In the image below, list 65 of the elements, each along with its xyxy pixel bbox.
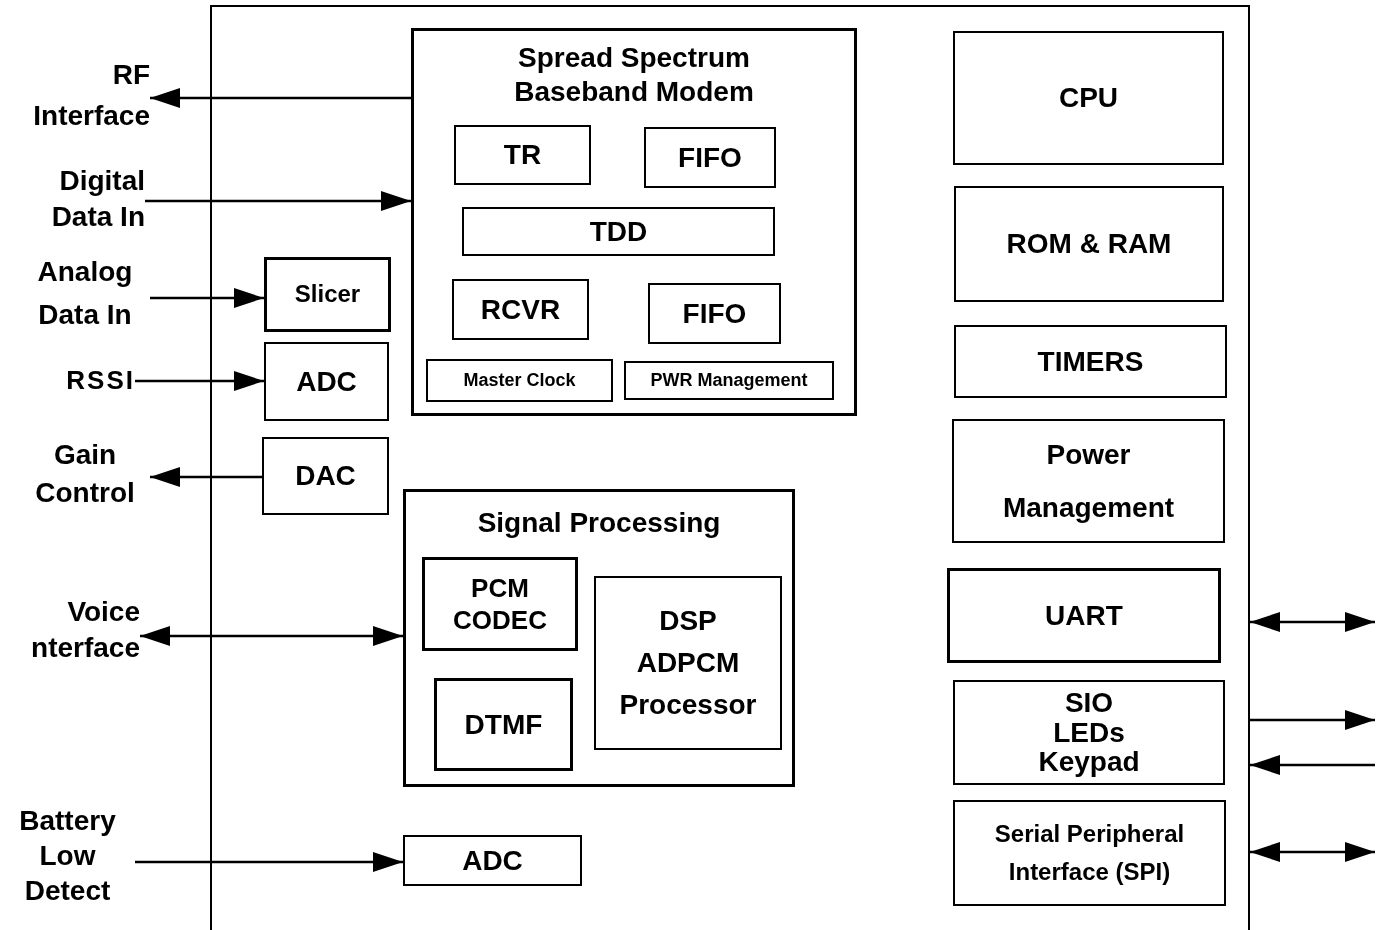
block-box <box>264 342 389 421</box>
block-box <box>954 186 1224 302</box>
block-label: DAC <box>295 459 356 493</box>
block-label: RCVR <box>480 292 561 327</box>
block-box <box>952 419 1225 543</box>
arrow <box>150 288 264 308</box>
arrow <box>1250 755 1375 775</box>
signal-label: Analog Data In <box>20 250 150 337</box>
arrow <box>1250 710 1375 730</box>
block-label: FIFO <box>682 296 747 331</box>
signal-label: Voice nterface <box>0 594 140 667</box>
block-box <box>462 207 775 256</box>
block-box <box>644 127 776 188</box>
block-box <box>947 568 1221 663</box>
block-label: UART <box>1045 598 1123 633</box>
arrow <box>1250 842 1375 862</box>
block-label: DTMF <box>464 707 543 742</box>
block-box <box>594 576 782 750</box>
block-label: TIMERS <box>1037 344 1144 379</box>
block-box <box>953 31 1224 165</box>
block-box <box>954 325 1227 398</box>
block-box <box>953 800 1226 906</box>
block-label: Master Clock <box>463 369 576 392</box>
block-label: PCM CODEC <box>453 571 547 637</box>
arrow <box>135 852 403 872</box>
arrow <box>150 88 411 108</box>
block-box <box>648 283 781 344</box>
block-label: ADC <box>462 843 523 878</box>
block-box <box>422 557 578 651</box>
chip-outline <box>210 5 1250 930</box>
block-box <box>454 125 591 185</box>
block-box <box>624 361 834 400</box>
block-box <box>953 680 1225 785</box>
block-box <box>403 489 795 787</box>
arrow <box>140 626 403 646</box>
block-label: FIFO <box>678 140 742 175</box>
signal-label: RSSI <box>40 364 135 398</box>
block-box <box>434 678 573 771</box>
block-label: Serial Peripheral Interface (SPI) <box>993 818 1186 887</box>
block-label: Spread Spectrum Baseband Modem <box>513 41 755 109</box>
signal-label: RF Interface <box>5 55 150 137</box>
block-box <box>411 28 857 416</box>
arrow <box>150 467 262 487</box>
block-box <box>403 835 582 886</box>
block-box <box>264 257 391 332</box>
block-label: TDD <box>589 214 648 249</box>
block-box <box>426 359 613 402</box>
arrow <box>145 191 411 211</box>
arrow <box>135 371 264 391</box>
block-box <box>452 279 589 340</box>
block-label: DSP ADPCM Processor <box>619 604 757 722</box>
block-box <box>262 437 389 515</box>
block-label: ROM & RAM <box>1006 227 1172 261</box>
block-label: Signal Processing <box>477 506 721 540</box>
arrow <box>1250 612 1375 632</box>
signal-label: Digital Data In <box>20 163 145 236</box>
block-label: TR <box>503 138 542 172</box>
block-label: ADC <box>296 364 357 399</box>
signal-label: Battery Low Detect <box>0 803 135 908</box>
block-label: CPU <box>1058 81 1119 115</box>
block-label: Power Management <box>1002 437 1175 525</box>
block-label: Slicer <box>294 280 361 309</box>
block-label: PWR Management <box>650 369 808 392</box>
signal-label: Gain Control <box>20 436 150 512</box>
block-label: SIO LEDs Keypad <box>1038 688 1140 777</box>
